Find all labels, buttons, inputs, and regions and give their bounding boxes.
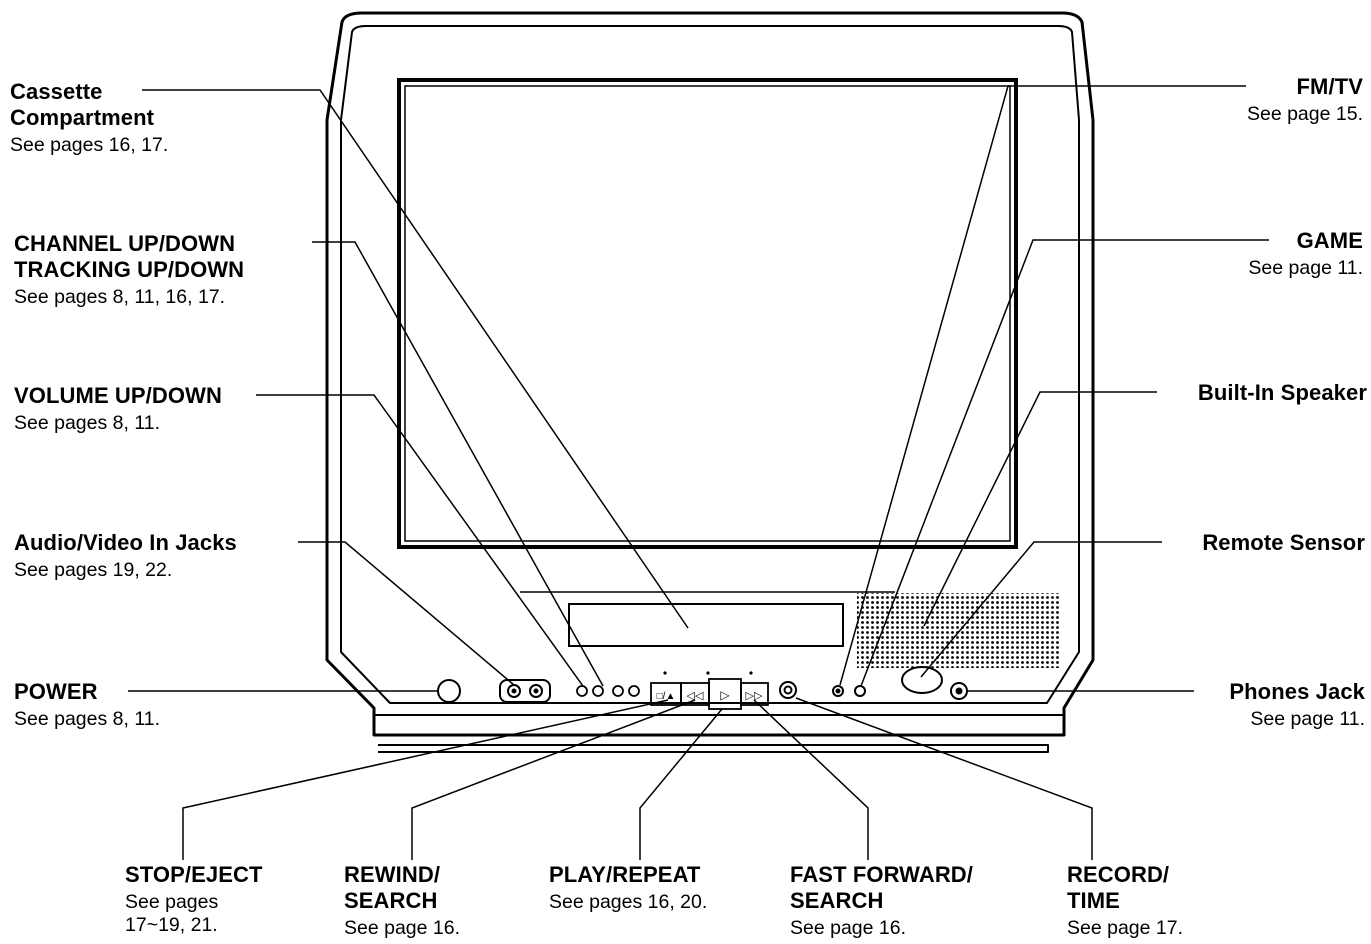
callout-phones-jack: Phones Jack See page 11. — [1229, 679, 1365, 731]
callout-page-ref: 17~19, 21. — [125, 913, 218, 936]
audio-video-jacks — [499, 679, 551, 703]
callout-volume: VOLUME UP/DOWN See pages 8, 11. — [14, 383, 222, 435]
callout-record-time: RECORD/ TIME See page 17. — [1067, 862, 1183, 940]
callout-rewind-search: REWIND/ SEARCH See page 16. — [344, 862, 460, 940]
power-button[interactable] — [437, 679, 461, 703]
callout-page-ref: See pages 16, 20. — [549, 890, 708, 913]
callout-cassette-compartment: Cassette Compartment See pages 16, 17. — [10, 79, 168, 157]
callout-game: GAME See page 11. — [1248, 228, 1363, 280]
callout-page-ref: See page 11. — [1248, 256, 1363, 279]
callout-fast-forward-search: FAST FORWARD/ SEARCH See page 16. — [790, 862, 973, 940]
callout-title: REWIND/ — [344, 862, 441, 887]
callout-title: Compartment — [10, 104, 155, 130]
callout-power: POWER See pages 8, 11. — [14, 679, 160, 731]
callout-title: Remote Sensor — [1202, 530, 1365, 555]
callout-title: VOLUME UP/DOWN — [14, 383, 222, 408]
callout-page-ref: See page 11. — [1250, 707, 1365, 730]
fm-tv-game-buttons[interactable] — [832, 685, 866, 697]
callout-title: STOP/EJECT — [125, 862, 263, 887]
callout-page-ref: See page 16. — [344, 916, 461, 939]
indicator-dots — [663, 671, 753, 675]
svg-text:▷: ▷ — [720, 688, 730, 702]
callout-title: Phones Jack — [1229, 679, 1365, 704]
leader-lines — [128, 85, 1269, 860]
callout-title: Built-In Speaker — [1197, 380, 1367, 405]
svg-text:◁◁: ◁◁ — [687, 690, 704, 702]
callout-built-in-speaker: Built-In Speaker — [1198, 380, 1367, 406]
callout-title: Audio/Video In Jacks — [14, 530, 237, 555]
svg-text:▷▷: ▷▷ — [746, 690, 763, 702]
callout-page-ref: See pages 8, 11. — [14, 707, 161, 730]
callout-title: GAME — [1296, 228, 1363, 253]
tv-screen — [397, 78, 1018, 549]
callout-page-ref: See pages 19, 22. — [14, 558, 173, 581]
callout-title: SEARCH — [790, 887, 884, 913]
callout-channel-tracking: CHANNEL UP/DOWN TRACKING UP/DOWN See pag… — [14, 231, 244, 309]
callout-play-repeat: PLAY/REPEAT See pages 16, 20. — [549, 862, 707, 914]
callout-audio-video-jacks: Audio/Video In Jacks See pages 19, 22. — [14, 530, 237, 582]
channel-volume-buttons[interactable] — [576, 685, 640, 697]
record-button[interactable] — [779, 681, 797, 699]
callout-title: SEARCH — [344, 887, 438, 913]
callout-page-ref: See pages — [125, 890, 219, 913]
callout-title: TRACKING UP/DOWN — [14, 256, 245, 282]
callout-title: FM/TV — [1296, 74, 1363, 99]
callout-title: POWER — [14, 679, 98, 704]
callout-fm-tv: FM/TV See page 15. — [1247, 74, 1363, 126]
transport-buttons[interactable]: □/▲ ◁◁ ▷ ▷▷ — [650, 678, 769, 710]
phones-jack — [950, 682, 968, 700]
remote-sensor-window — [901, 666, 943, 694]
callout-title: CHANNEL UP/DOWN — [14, 231, 236, 256]
speaker-grille — [857, 593, 1059, 668]
callout-page-ref: See page 17. — [1067, 916, 1184, 939]
tv-cabinet — [325, 11, 1095, 753]
callout-page-ref: See pages 8, 11. — [14, 411, 161, 434]
callout-page-ref: See page 15. — [1246, 102, 1363, 125]
callout-page-ref: See pages 16, 17. — [10, 133, 169, 156]
callout-title: PLAY/REPEAT — [549, 862, 701, 887]
callout-page-ref: See pages 8, 11, 16, 17. — [14, 285, 226, 308]
callout-title: FAST FORWARD/ — [790, 862, 974, 887]
callout-title: TIME — [1067, 887, 1120, 913]
callout-stop-eject: STOP/EJECT See pages 17~19, 21. — [125, 862, 263, 937]
svg-text:□/▲: □/▲ — [657, 691, 676, 702]
callout-page-ref: See page 16. — [790, 916, 907, 939]
callout-title: RECORD/ — [1067, 862, 1170, 887]
callout-title: Cassette — [10, 79, 103, 104]
callout-remote-sensor: Remote Sensor — [1202, 530, 1365, 556]
